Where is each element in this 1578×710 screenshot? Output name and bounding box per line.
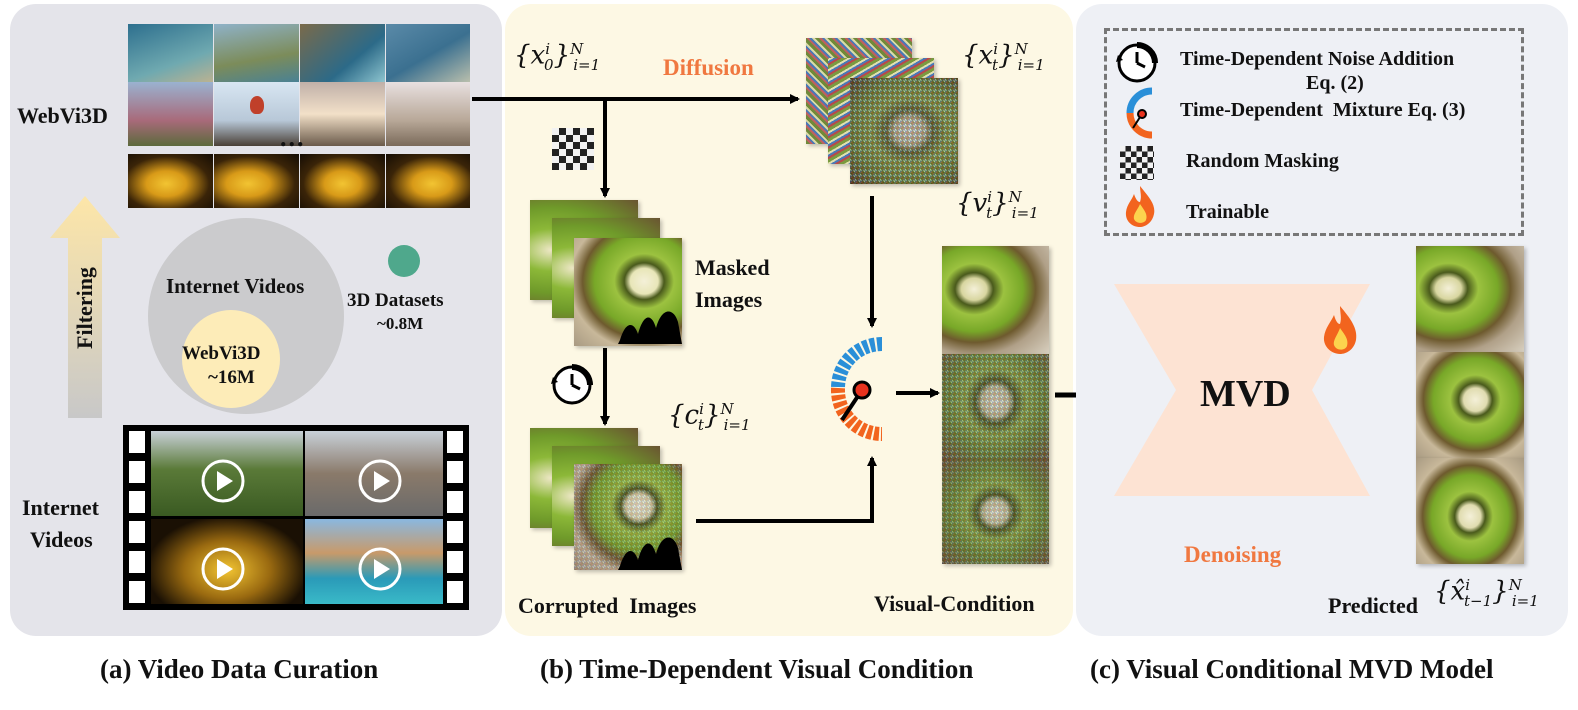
flame-icon	[1323, 306, 1357, 354]
clock-icon	[551, 364, 593, 405]
webvi3d-label: WebVi3D	[17, 103, 108, 128]
mvd-block	[1114, 284, 1370, 496]
mask-blob	[618, 311, 682, 344]
ellipsis: ...	[280, 123, 306, 152]
corrupted-images-label: Corrupted Images	[518, 593, 697, 618]
legend-mixture-text: Time-Dependent Mixture Eq. (3)	[1180, 99, 1466, 121]
mask-icon	[1120, 146, 1154, 180]
predicted-label: Predicted	[1328, 593, 1419, 618]
webvi3d-circle-name: WebVi3D	[182, 343, 261, 364]
ct-set: {cit}Ni=1	[668, 400, 751, 434]
mask-blob	[618, 537, 682, 570]
caption-b: (b) Time-Dependent Visual Condition	[540, 654, 974, 684]
mvd-label: MVD	[1200, 373, 1291, 415]
visual-condition-label: Visual-Condition	[874, 591, 1035, 616]
webvi3d-circle-count: ~16M	[208, 367, 255, 388]
caption-a: (a) Video Data Curation	[100, 654, 379, 684]
denoising-label: Denoising	[1184, 542, 1282, 567]
predicted-set: {x̂it−1}Ni=1	[1434, 576, 1539, 610]
masked-images-label-2: Images	[695, 287, 763, 312]
gauge-icon	[830, 337, 883, 442]
vt-set: {vit}Ni=1	[956, 188, 1039, 222]
filtering-arrow	[50, 196, 120, 418]
clock-icon	[1116, 42, 1158, 83]
webvi3d-circle	[182, 310, 280, 408]
legend-noise-text-2: Eq. (2)	[1306, 72, 1364, 94]
internet-videos-circle-label: Internet Videos	[166, 274, 305, 298]
masked-images-label-1: Masked	[695, 255, 770, 280]
internet-videos-label-1: Internet	[22, 495, 99, 520]
mask-icon	[552, 128, 594, 170]
x0-set: {xi0}Ni=1	[514, 40, 601, 74]
xt-set: {xit}Ni=1	[962, 40, 1045, 74]
legend-noise-text-1: Time-Dependent Noise Addition	[1180, 48, 1455, 70]
play-icon	[201, 459, 245, 503]
play-icon	[358, 547, 402, 591]
caption-c: (c) Visual Conditional MVD Model	[1090, 654, 1494, 684]
play-icon	[358, 459, 402, 503]
play-icon	[201, 547, 245, 591]
legend-box	[1104, 28, 1524, 236]
legend-masking-text: Random Masking	[1186, 150, 1339, 172]
flame-icon	[1125, 186, 1155, 227]
gauge-icon	[1126, 87, 1153, 139]
legend-trainable-text: Trainable	[1186, 201, 1269, 223]
diffusion-label: Diffusion	[663, 55, 754, 80]
internet-videos-label-2: Videos	[30, 527, 93, 552]
film-strip	[123, 425, 469, 610]
3d-datasets-count: ~0.8M	[377, 314, 424, 333]
3d-datasets-dot	[388, 245, 420, 277]
3d-datasets-name: 3D Datasets	[347, 290, 444, 311]
